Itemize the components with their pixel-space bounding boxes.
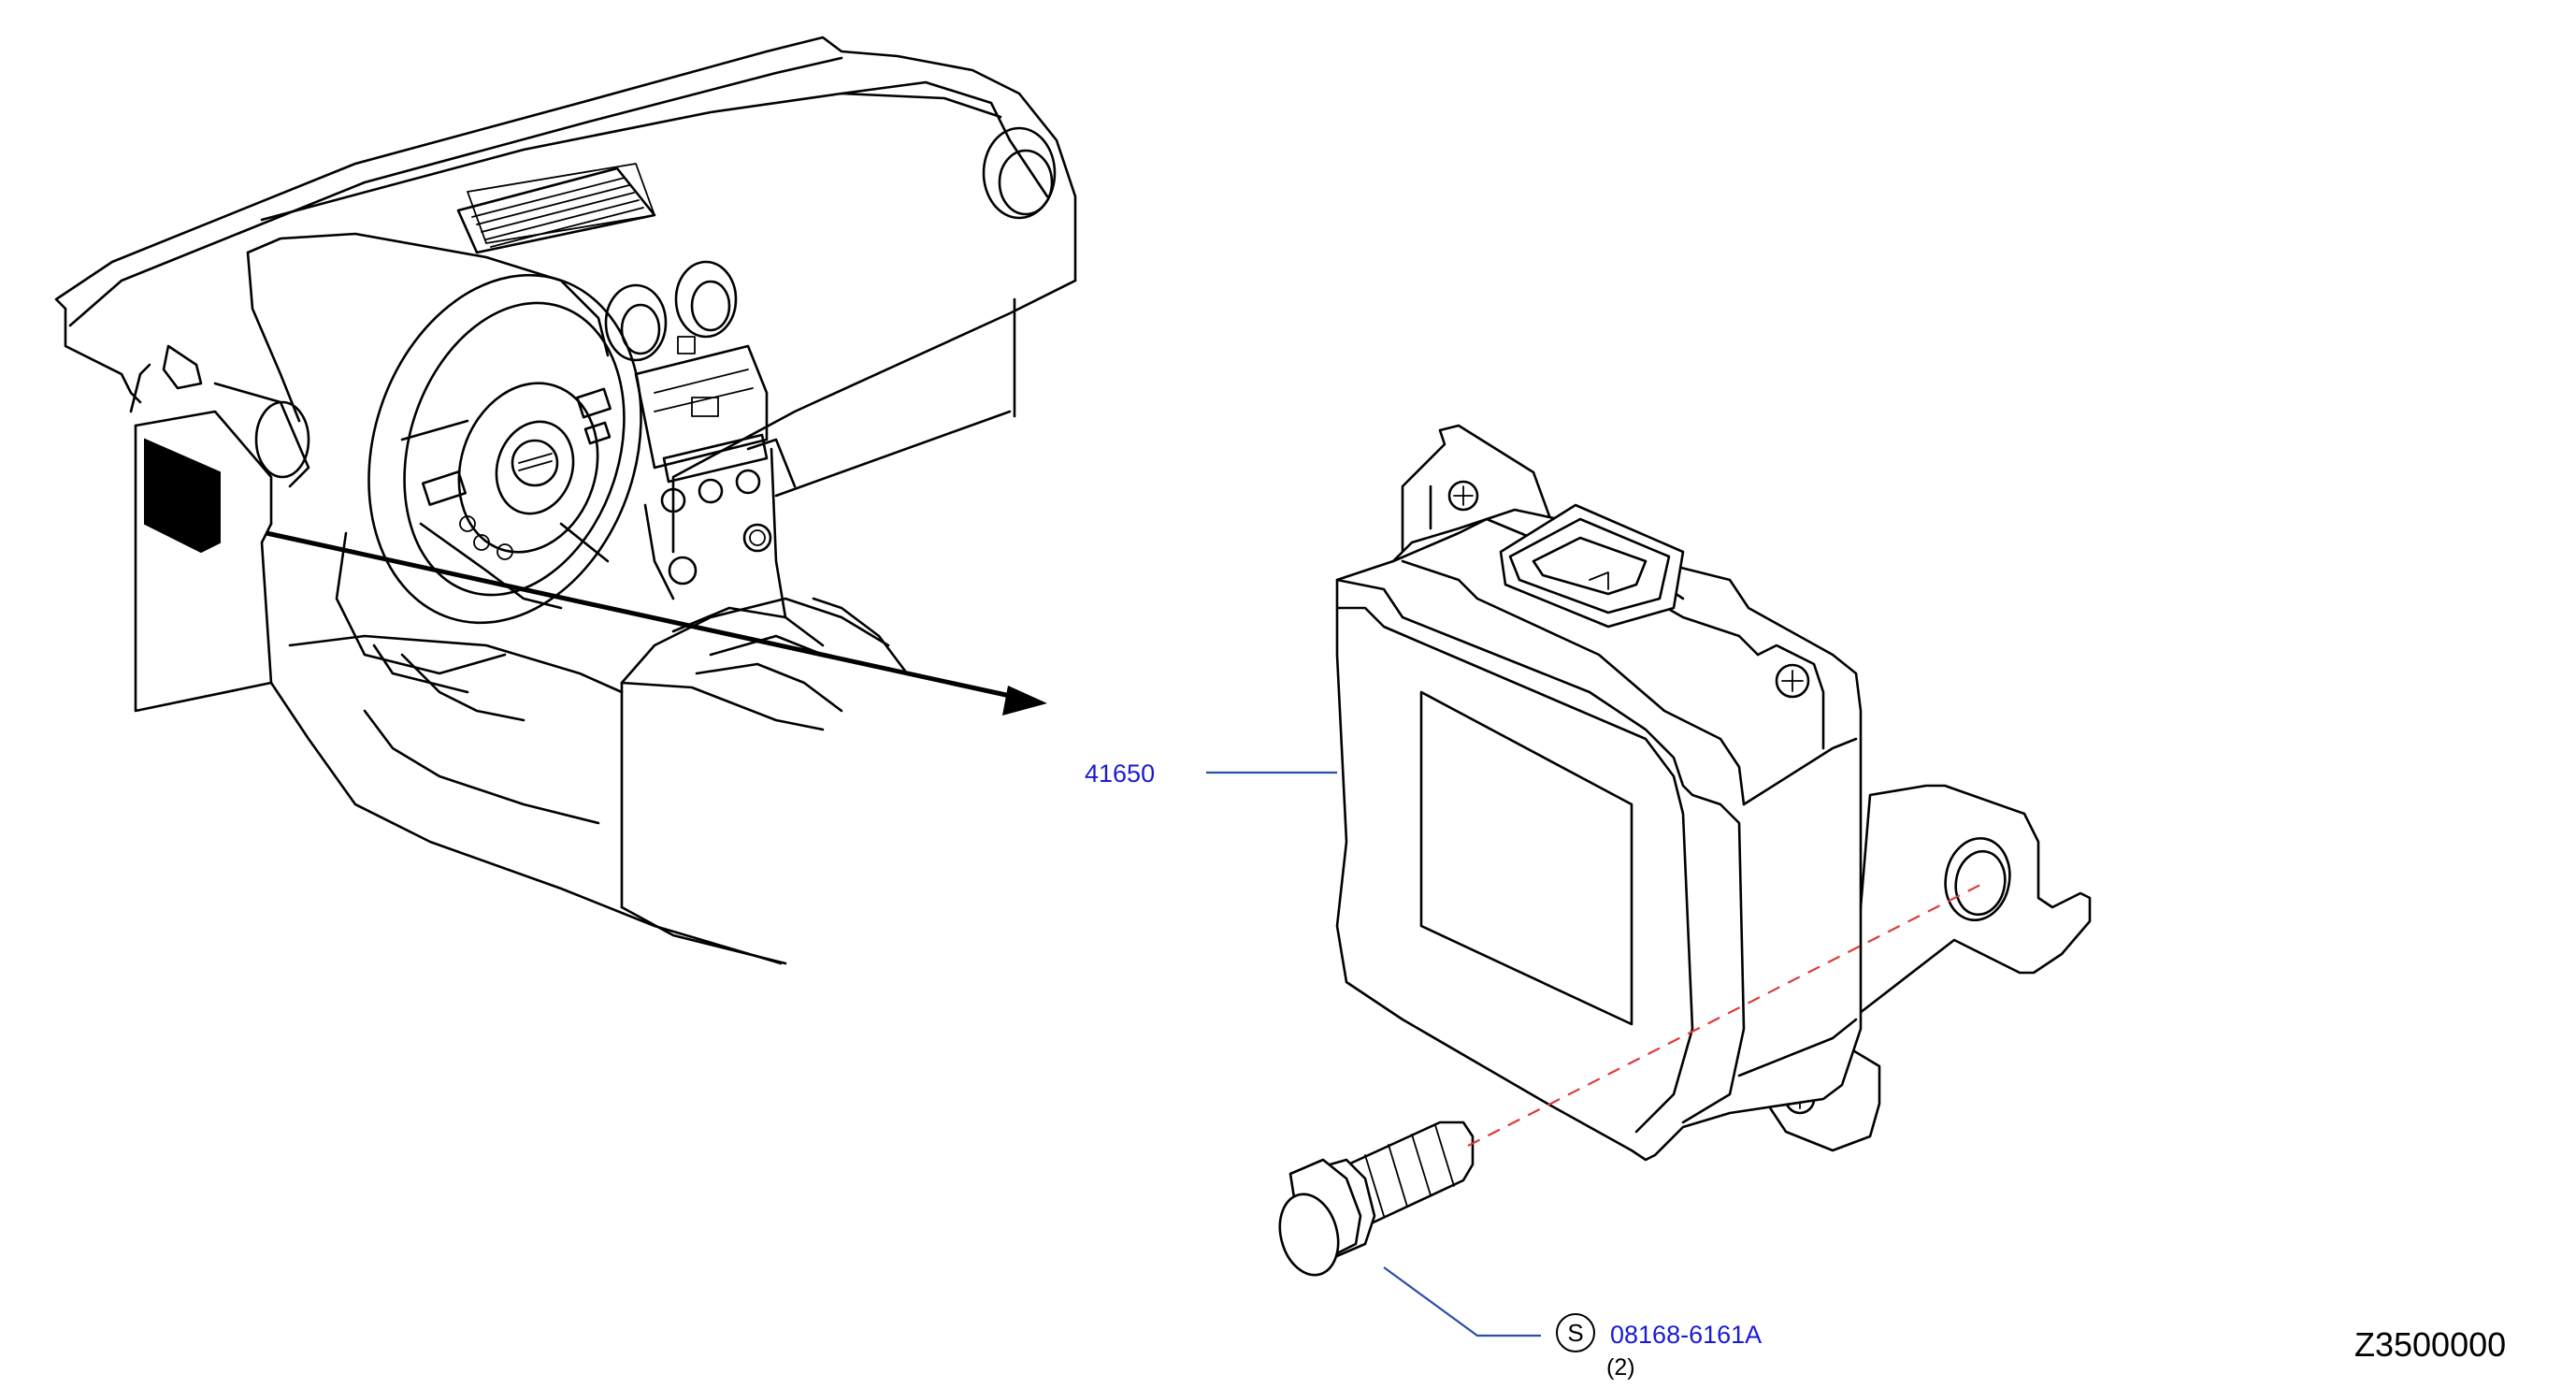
gauge-cluster: [604, 260, 738, 362]
part-number-08168-6161A[interactable]: 08168-6161A: [1610, 1321, 1762, 1349]
control-unit: [1335, 424, 2092, 1162]
location-marker-icon: [144, 438, 221, 554]
steering-wheel: [367, 273, 642, 625]
leader-line: [1383, 1266, 1541, 1337]
center-stack: [634, 344, 787, 619]
side-vent-right: [982, 126, 1057, 220]
callout-control-unit[interactable]: 41650: [1085, 759, 1337, 788]
defroster-vent: [456, 166, 656, 254]
label-area: [1419, 690, 1633, 1026]
dashboard-overview: [54, 36, 1077, 965]
standard-part-symbol: S: [1567, 1319, 1583, 1347]
center-line: [1467, 883, 1983, 1147]
part-quantity: (2): [1606, 1354, 1635, 1381]
standard-part-symbol-icon: [1556, 1313, 1595, 1352]
connector-port: [1499, 503, 1685, 629]
callout-bolt[interactable]: S 08168-6161A (2): [1383, 1266, 1762, 1381]
bolt: [1278, 1121, 1475, 1277]
part-number-41650[interactable]: 41650: [1085, 759, 1155, 788]
driver-floor: [269, 634, 783, 965]
diagram-code: Z3500000: [2354, 1325, 2506, 1364]
mounting-screw-icon: [1775, 663, 1810, 699]
side-vent-left: [213, 382, 310, 488]
direction-arrow-icon: [266, 530, 1047, 716]
center-console: [620, 597, 909, 965]
